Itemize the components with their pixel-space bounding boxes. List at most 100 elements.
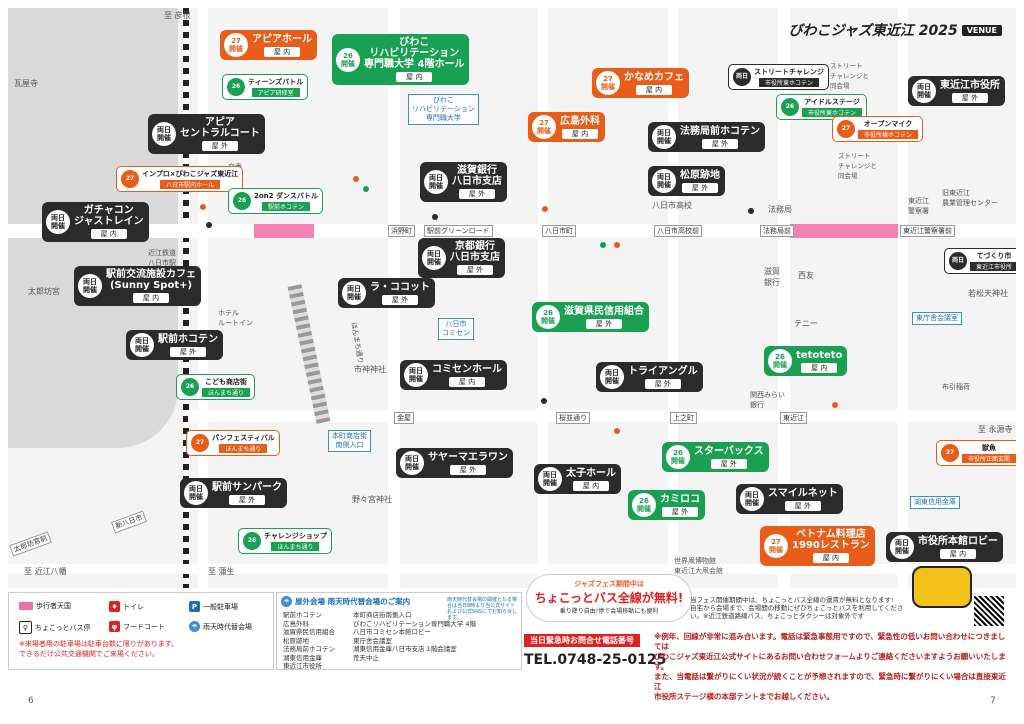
small-venue-challenge[interactable]: 26 チャレンジショップほんまち通り (238, 528, 332, 554)
small-venue-idol[interactable]: 26 アイドルステージ市役所東ホコテン (776, 94, 868, 120)
venue-houmu-hokoten[interactable]: 両日開催 法務局前ホコテン屋 外 (648, 122, 765, 152)
rain-list-left: 駅前ホコテン 広島外科 滋賀県民信用組合 松原跡地 法務局前ホコテン 湖東信用金… (283, 611, 335, 671)
venue-tag: 屋 外 (449, 464, 487, 475)
venue-cityhall-lobby[interactable]: 両日開催 市役所本館ロビー屋 内 (886, 532, 1003, 562)
venue-marker (200, 204, 206, 210)
venue-tag: 屋 内 (939, 548, 977, 559)
venue-name: チャレンジショップ (264, 532, 327, 540)
rain-venue-comisen[interactable]: 八日市 コミセン (438, 318, 474, 340)
venue-name: 広島外科 (560, 115, 600, 127)
venue-name: スターバックス (694, 445, 764, 457)
venue-sub: 駅前ホコテン (262, 202, 311, 211)
road-vertical-3 (668, 8, 678, 588)
day-badge: 両日開催 (46, 210, 70, 234)
venue-gachacon[interactable]: 両日開催 ガチャコン ジャストレイン屋 内 (42, 202, 149, 242)
small-venue-tetsukuri[interactable]: 両日 てづくり市東近江市役所 (944, 248, 1016, 274)
qr-code[interactable] (974, 596, 1004, 626)
label-fuku-inari: 布引稲荷 (942, 383, 970, 391)
venue-smilenet[interactable]: 両日開催 スマイルネット屋 外 (736, 484, 843, 514)
small-venue-gourmet[interactable]: 27 獣魚市役所正面玄関 (936, 440, 1016, 466)
small-venue-panfes[interactable]: 27 パンフェスティバルほんまち通り (186, 430, 280, 456)
rain-venue-east-meeting[interactable]: 東庁舎会議室 (912, 312, 962, 325)
stop-police: 東近江警察署前 (900, 225, 955, 237)
rain-list-item: 荒天中止 (353, 653, 379, 662)
rain-venue-koto-bank[interactable]: 湖東信用金庫 (910, 496, 960, 509)
venue-tag: 屋 外 (456, 265, 494, 275)
venue-comisen[interactable]: 両日開催 コミセンホール屋 内 (400, 360, 507, 390)
venue-triangle[interactable]: 両日開催 トライアングル屋 外 (596, 362, 703, 392)
day-badge: 両日開催 (600, 365, 624, 389)
venue-station-cafe[interactable]: 両日開催 駅前交流施設カフェ (Sunny Spot+)屋 内 (74, 266, 201, 306)
small-venue-street-top[interactable]: 両日 ストリートチャレンジ市役所東ホコテン (728, 64, 829, 90)
small-venue-improv[interactable]: 27 インプロ×びわこジャズ東近江八日市駅内ホール (116, 166, 244, 192)
venue-ekimae-hokoten[interactable]: 両日開催 駅前ホコテン屋 外 (126, 330, 223, 360)
venue-matsubara[interactable]: 両日開催 松原跡地屋 外 (648, 166, 725, 196)
label-shiga-bank: 滋賀 銀行 (764, 267, 780, 287)
day-badge: 27 (191, 434, 209, 452)
venue-taishi[interactable]: 両日開催 太子ホール屋 内 (534, 464, 621, 494)
venue-marker (614, 242, 620, 248)
venue-tag: 屋 外 (585, 318, 623, 329)
venue-shiga-bank[interactable]: 両日開催 滋賀銀行 八日市支店屋 外 (420, 162, 507, 202)
venue-sayama[interactable]: 両日開催 サヤーマエラワン屋 外 (396, 448, 513, 478)
day-badge: 26 (181, 378, 199, 396)
venue-city-hall[interactable]: 両日開催 東近江市役所屋 外 (908, 76, 1005, 106)
venue-tag: 屋 外 (201, 141, 239, 151)
rain-list-item: 本町商店街南側入口 (353, 611, 412, 619)
venue-name: ストリートチャレンジ (754, 68, 824, 76)
venue-tag: 屋 外 (681, 182, 719, 193)
day-badge: 両日開催 (422, 246, 446, 270)
venue-tag: 屋 外 (951, 92, 989, 103)
venue-la-cocotte[interactable]: 両日開催 ラ・ココット屋 外 (338, 278, 435, 308)
stop-yokaichi-high: 八日市高校前 (654, 225, 702, 237)
small-venue-2on2[interactable]: 26 2on2 ダンスバトル駅前ホコテン (228, 188, 324, 214)
toilet-icon: ♦ (109, 601, 120, 612)
label-kintetsu-station: 近江鉄道 八日市駅 (148, 249, 176, 267)
venue-name: アピアホール (252, 33, 312, 45)
venue-sub: 市役所東ホコテン (758, 78, 819, 87)
day-badge: 両日開催 (184, 481, 208, 505)
day-badge: 27 (941, 444, 959, 462)
venue-tag: VENUE (961, 24, 1002, 36)
small-venue-teens[interactable]: 26 ティーンズバトルアピア研修室 (222, 74, 309, 100)
small-venue-openmic[interactable]: 27 オープンマイク市役所横ホコテン (832, 116, 924, 142)
venue-tag: 屋 外 (381, 294, 419, 305)
stop-yokaichi-machi: 八日市町 (542, 225, 576, 237)
stop-kaminocho: 上之町 (670, 412, 697, 424)
day-badge: 両日開催 (130, 333, 154, 357)
rain-venue-honmachi[interactable]: 本町商店街 南側入口 (328, 430, 371, 452)
day-badge: 両日開催 (424, 170, 448, 194)
venue-name: 2on2 ダンスバトル (254, 192, 319, 200)
day-badge: 両日開催 (912, 79, 936, 103)
venue-sub: 八日市駅内ホール (160, 180, 221, 189)
rain-venue-guide: ☂屋外会場 雨天時代替会場のご案内 雨天時代替会場の開催となる場合は当日8時より… (276, 592, 522, 670)
venue-ekimae-sunpark[interactable]: 両日開催 駅前サンパーク屋 外 (180, 478, 287, 508)
venue-marker (614, 428, 620, 434)
venue-marker (748, 208, 754, 214)
venue-kyoto-bank[interactable]: 両日開催 京都銀行 八日市支店屋 外 (418, 238, 505, 278)
emergency-phone: TEL.0748-25-0125 (524, 652, 667, 668)
shuttle-banner: ジャズフェス期間中は ちょこっとバス全線が無料! 乗り降り自由!停で会場移動にも… (526, 574, 692, 622)
road-vertical-5 (898, 8, 908, 588)
venue-tag: 屋 内 (635, 84, 673, 95)
small-venue-kodomo[interactable]: 26 こども商店街ほんまち通り (176, 374, 256, 400)
rain-venue-biwako-reha[interactable]: びわこ リハビリテーション 専門職大学 (408, 94, 479, 125)
label-hotel: ホテル ルートイン (218, 309, 253, 327)
rain-list-item: 滋賀県民信用組合 (283, 628, 335, 636)
rain-list-item: 湖東信用金庫 (283, 653, 322, 662)
venue-appia-central[interactable]: 両日開催 アピア セントラルコート屋 外 (148, 114, 265, 154)
rain-list-item: 東近江市役所 (283, 662, 322, 670)
bus-stop-icon: ♀ (19, 621, 32, 634)
